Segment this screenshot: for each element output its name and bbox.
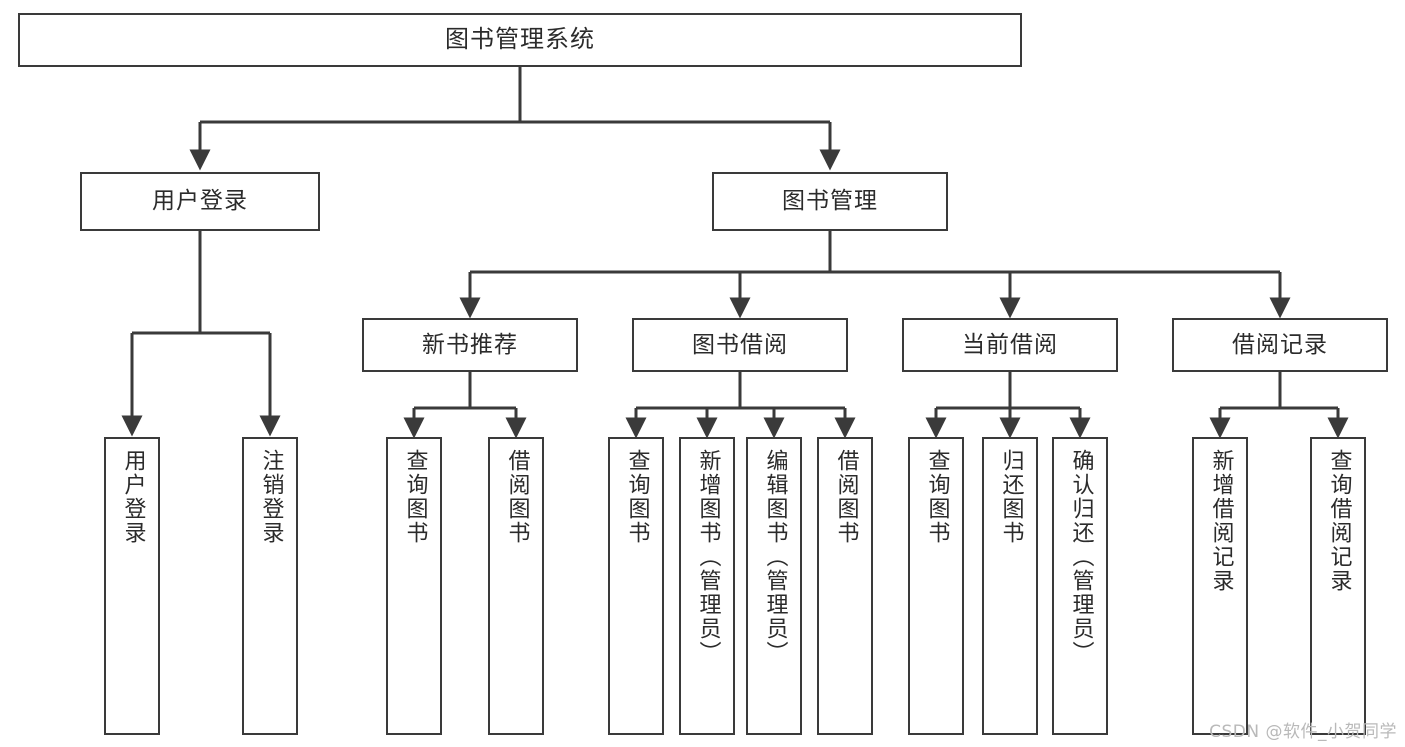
node-label: 图书管理系统 bbox=[445, 25, 595, 54]
leaf-user-login[interactable]: 用户登录 bbox=[104, 437, 160, 735]
node-book-manage[interactable]: 图书管理 bbox=[712, 172, 948, 231]
node-label: 用户登录 bbox=[120, 449, 146, 545]
leaf-add-book-admin[interactable]: 新增图书（管理员） bbox=[679, 437, 735, 735]
node-label: 查询图书 bbox=[402, 449, 428, 545]
node-root-system[interactable]: 图书管理系统 bbox=[18, 13, 1022, 67]
node-label: 新书推荐 bbox=[422, 331, 518, 358]
node-label: 查询图书 bbox=[924, 449, 950, 545]
node-label: 新增借阅记录 bbox=[1208, 449, 1234, 593]
node-label: 用户登录 bbox=[152, 188, 248, 215]
leaf-edit-book-admin[interactable]: 编辑图书（管理员） bbox=[746, 437, 802, 735]
node-label: 新增图书（管理员） bbox=[695, 449, 721, 665]
leaf-add-borrow-record[interactable]: 新增借阅记录 bbox=[1192, 437, 1248, 735]
node-new-book-recommend[interactable]: 新书推荐 bbox=[362, 318, 578, 372]
node-label: 归还图书 bbox=[998, 449, 1024, 545]
node-label: 当前借阅 bbox=[962, 331, 1058, 358]
node-label: 图书借阅 bbox=[692, 331, 788, 358]
leaf-logout[interactable]: 注销登录 bbox=[242, 437, 298, 735]
node-label: 借阅记录 bbox=[1232, 331, 1328, 358]
node-label: 图书管理 bbox=[782, 188, 878, 215]
node-label: 查询借阅记录 bbox=[1326, 449, 1352, 593]
node-current-borrow[interactable]: 当前借阅 bbox=[902, 318, 1118, 372]
leaf-query-current-book[interactable]: 查询图书 bbox=[908, 437, 964, 735]
leaf-return-book[interactable]: 归还图书 bbox=[982, 437, 1038, 735]
node-label: 借阅图书 bbox=[504, 449, 530, 545]
leaf-query-book[interactable]: 查询图书 bbox=[608, 437, 664, 735]
node-label: 借阅图书 bbox=[833, 449, 859, 545]
node-user-login[interactable]: 用户登录 bbox=[80, 172, 320, 231]
node-label: 注销登录 bbox=[258, 449, 284, 545]
node-label: 编辑图书（管理员） bbox=[762, 449, 788, 665]
csdn-watermark: CSDN @软件_小贺同学 bbox=[1209, 722, 1397, 742]
leaf-borrow-book-recommend[interactable]: 借阅图书 bbox=[488, 437, 544, 735]
node-label: 查询图书 bbox=[624, 449, 650, 545]
leaf-borrow-book[interactable]: 借阅图书 bbox=[817, 437, 873, 735]
leaf-query-book-recommend[interactable]: 查询图书 bbox=[386, 437, 442, 735]
leaf-confirm-return-admin[interactable]: 确认归还（管理员） bbox=[1052, 437, 1108, 735]
node-borrow-record[interactable]: 借阅记录 bbox=[1172, 318, 1388, 372]
node-book-borrow[interactable]: 图书借阅 bbox=[632, 318, 848, 372]
leaf-query-borrow-record[interactable]: 查询借阅记录 bbox=[1310, 437, 1366, 735]
node-label: 确认归还（管理员） bbox=[1068, 449, 1094, 665]
